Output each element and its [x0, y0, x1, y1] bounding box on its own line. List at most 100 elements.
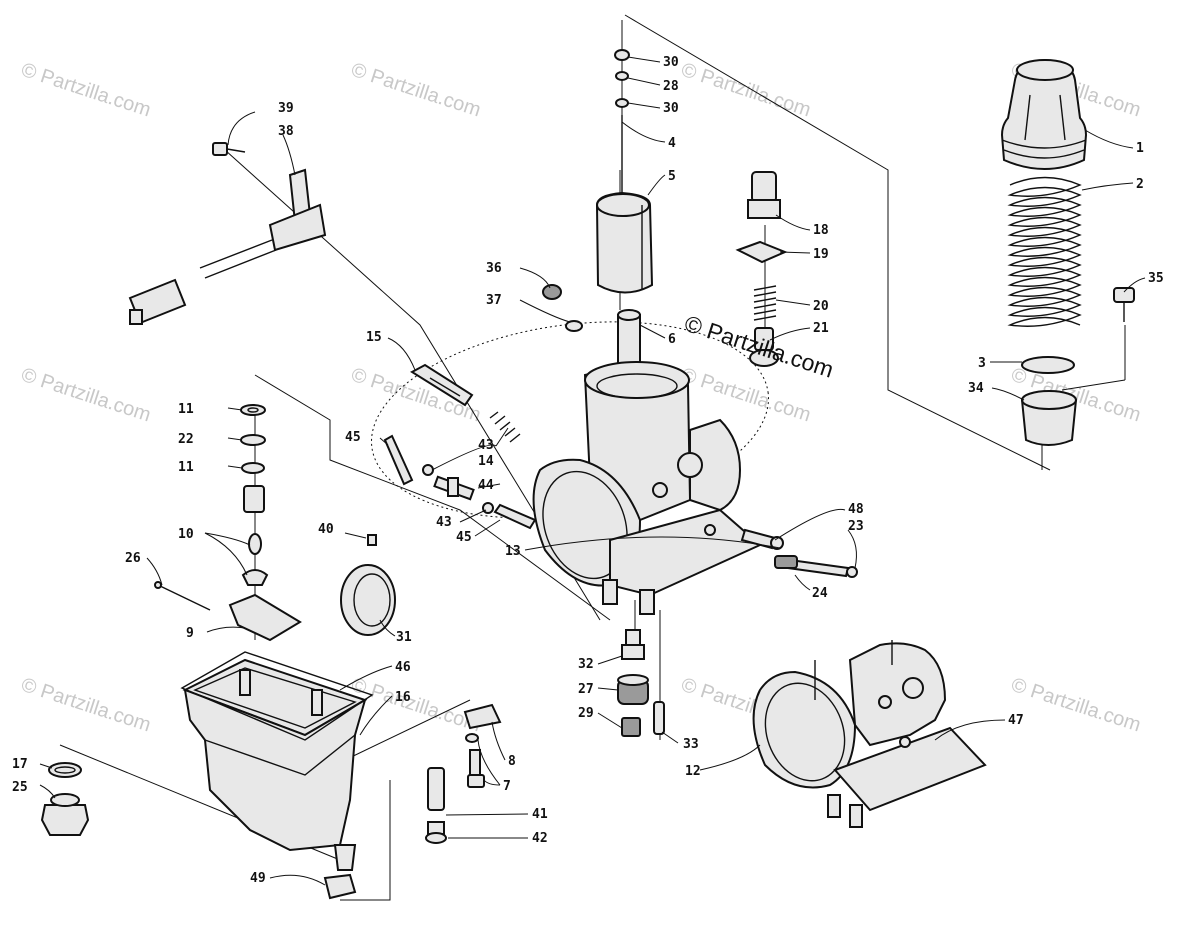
- callout-8: 8: [508, 754, 516, 769]
- watermark: © Partzilla.com: [348, 674, 483, 737]
- watermark: © Partzilla.com: [678, 59, 813, 122]
- spring-part-20: [753, 285, 777, 321]
- carburetor-body: [532, 361, 762, 615]
- watermark: © Partzilla.com: [1008, 674, 1143, 737]
- valve-seat-part-10: [241, 485, 269, 586]
- idle-screw-part-15: [410, 363, 474, 407]
- watermark: © Partzilla.com: [18, 59, 153, 122]
- carb-cap-part-1: [1000, 58, 1088, 170]
- bracket-part-38: [128, 168, 327, 325]
- watermark: © Partzilla.com: [348, 59, 483, 122]
- hose-part-45-lower: [493, 503, 537, 530]
- callout-28: 28: [663, 79, 679, 94]
- screw-part-7: [465, 733, 485, 788]
- callout-19: 19: [813, 247, 829, 262]
- clamp-part-43-lower: [482, 502, 494, 514]
- callout-5: 5: [668, 169, 676, 184]
- callout-18: 18: [813, 223, 829, 238]
- pin-part-26: [154, 581, 211, 611]
- callout-30-lower: 30: [663, 101, 679, 116]
- callout-38: 38: [278, 124, 294, 139]
- callout-37: 37: [486, 293, 502, 308]
- callout-labels: 1 2 3 4 5 6 7 8 9 10 11 11 12 13 14 15 1…: [12, 55, 1164, 886]
- callout-17: 17: [12, 757, 28, 772]
- pilot-jet-part-33: [653, 701, 665, 735]
- callout-46: 46: [395, 660, 411, 675]
- watermark: © Partzilla.com: [18, 674, 153, 737]
- callout-2: 2: [1136, 177, 1144, 192]
- callout-10: 10: [178, 527, 194, 542]
- callout-34: 34: [968, 381, 984, 396]
- callout-12: 12: [685, 764, 701, 779]
- callout-47: 47: [1008, 713, 1024, 728]
- washer-part-11-lower: [241, 462, 265, 474]
- throttle-spring-part-2: [1007, 176, 1082, 327]
- drain-plug-part-25: [40, 793, 90, 836]
- bolt-part-42: [425, 821, 447, 844]
- callout-43-upper: 43: [478, 438, 494, 453]
- callout-32: 32: [578, 657, 594, 672]
- callout-29: 29: [578, 706, 594, 721]
- callout-24: 24: [812, 586, 828, 601]
- jet-part-32: [621, 629, 645, 660]
- callout-42: 42: [532, 831, 548, 846]
- callout-30-upper: 30: [663, 55, 679, 70]
- screw-part-23: [786, 558, 858, 578]
- hose-part-45-upper: [383, 434, 414, 486]
- callout-1: 1: [1136, 141, 1144, 156]
- screw-part-39: [212, 142, 246, 156]
- washer-part-22: [240, 434, 266, 446]
- callout-14: 14: [478, 454, 494, 469]
- float-arm-part-9: [228, 593, 302, 642]
- watermark: © Partzilla.com: [678, 364, 813, 427]
- callout-48: 48: [848, 502, 864, 517]
- carb-body-part-12: [752, 640, 987, 828]
- callout-22: 22: [178, 432, 194, 447]
- callout-25: 25: [12, 780, 28, 795]
- callout-43-lower: 43: [436, 515, 452, 530]
- callout-15: 15: [366, 330, 382, 345]
- spring-seat-part-3: [1021, 356, 1075, 374]
- float-bowl: [182, 658, 368, 871]
- main-jet-part-29: [621, 717, 641, 737]
- callout-41: 41: [532, 807, 548, 822]
- callout-13: 13: [505, 544, 521, 559]
- callout-45-lower: 45: [456, 530, 472, 545]
- callout-leaders: [39, 56, 1146, 886]
- callout-23: 23: [848, 519, 864, 534]
- spacer-part-41: [427, 767, 445, 811]
- callout-27: 27: [578, 682, 594, 697]
- plunger-part-21: [749, 327, 779, 367]
- washers-part-30-28: [614, 49, 630, 108]
- jet-holder-part-27: [617, 674, 649, 705]
- float-part-31: [340, 564, 396, 636]
- callout-21: 21: [813, 321, 829, 336]
- callout-44: 44: [478, 478, 494, 493]
- callout-7: 7: [503, 779, 511, 794]
- fitting-part-48: [740, 528, 784, 550]
- cap-part-36: [542, 284, 562, 300]
- callout-40: 40: [318, 522, 334, 537]
- callout-11-lower: 11: [178, 460, 194, 475]
- callout-26: 26: [125, 551, 141, 566]
- clamp-part-43-upper: [422, 464, 434, 476]
- tee-fitting-part-44: [433, 475, 475, 501]
- callout-9: 9: [186, 626, 194, 641]
- callout-6: 6: [668, 332, 676, 347]
- callout-36: 36: [486, 261, 502, 276]
- o-ring-part-17: [48, 762, 82, 778]
- spring-part-14: [489, 411, 521, 443]
- washer-part-11-upper: [240, 404, 266, 416]
- gasket-part-19: [735, 240, 788, 264]
- callout-45-upper: 45: [345, 430, 361, 445]
- callout-39: 39: [278, 101, 294, 116]
- fitting-part-18: [747, 171, 781, 219]
- spring-part-24: [774, 555, 798, 569]
- pin-part-40: [367, 534, 377, 546]
- watermark: © Partzilla.com: [18, 364, 153, 427]
- bracket-part-8: [463, 703, 502, 730]
- gasket-part-46: [180, 651, 374, 741]
- callout-33: 33: [683, 737, 699, 752]
- callout-16: 16: [395, 690, 411, 705]
